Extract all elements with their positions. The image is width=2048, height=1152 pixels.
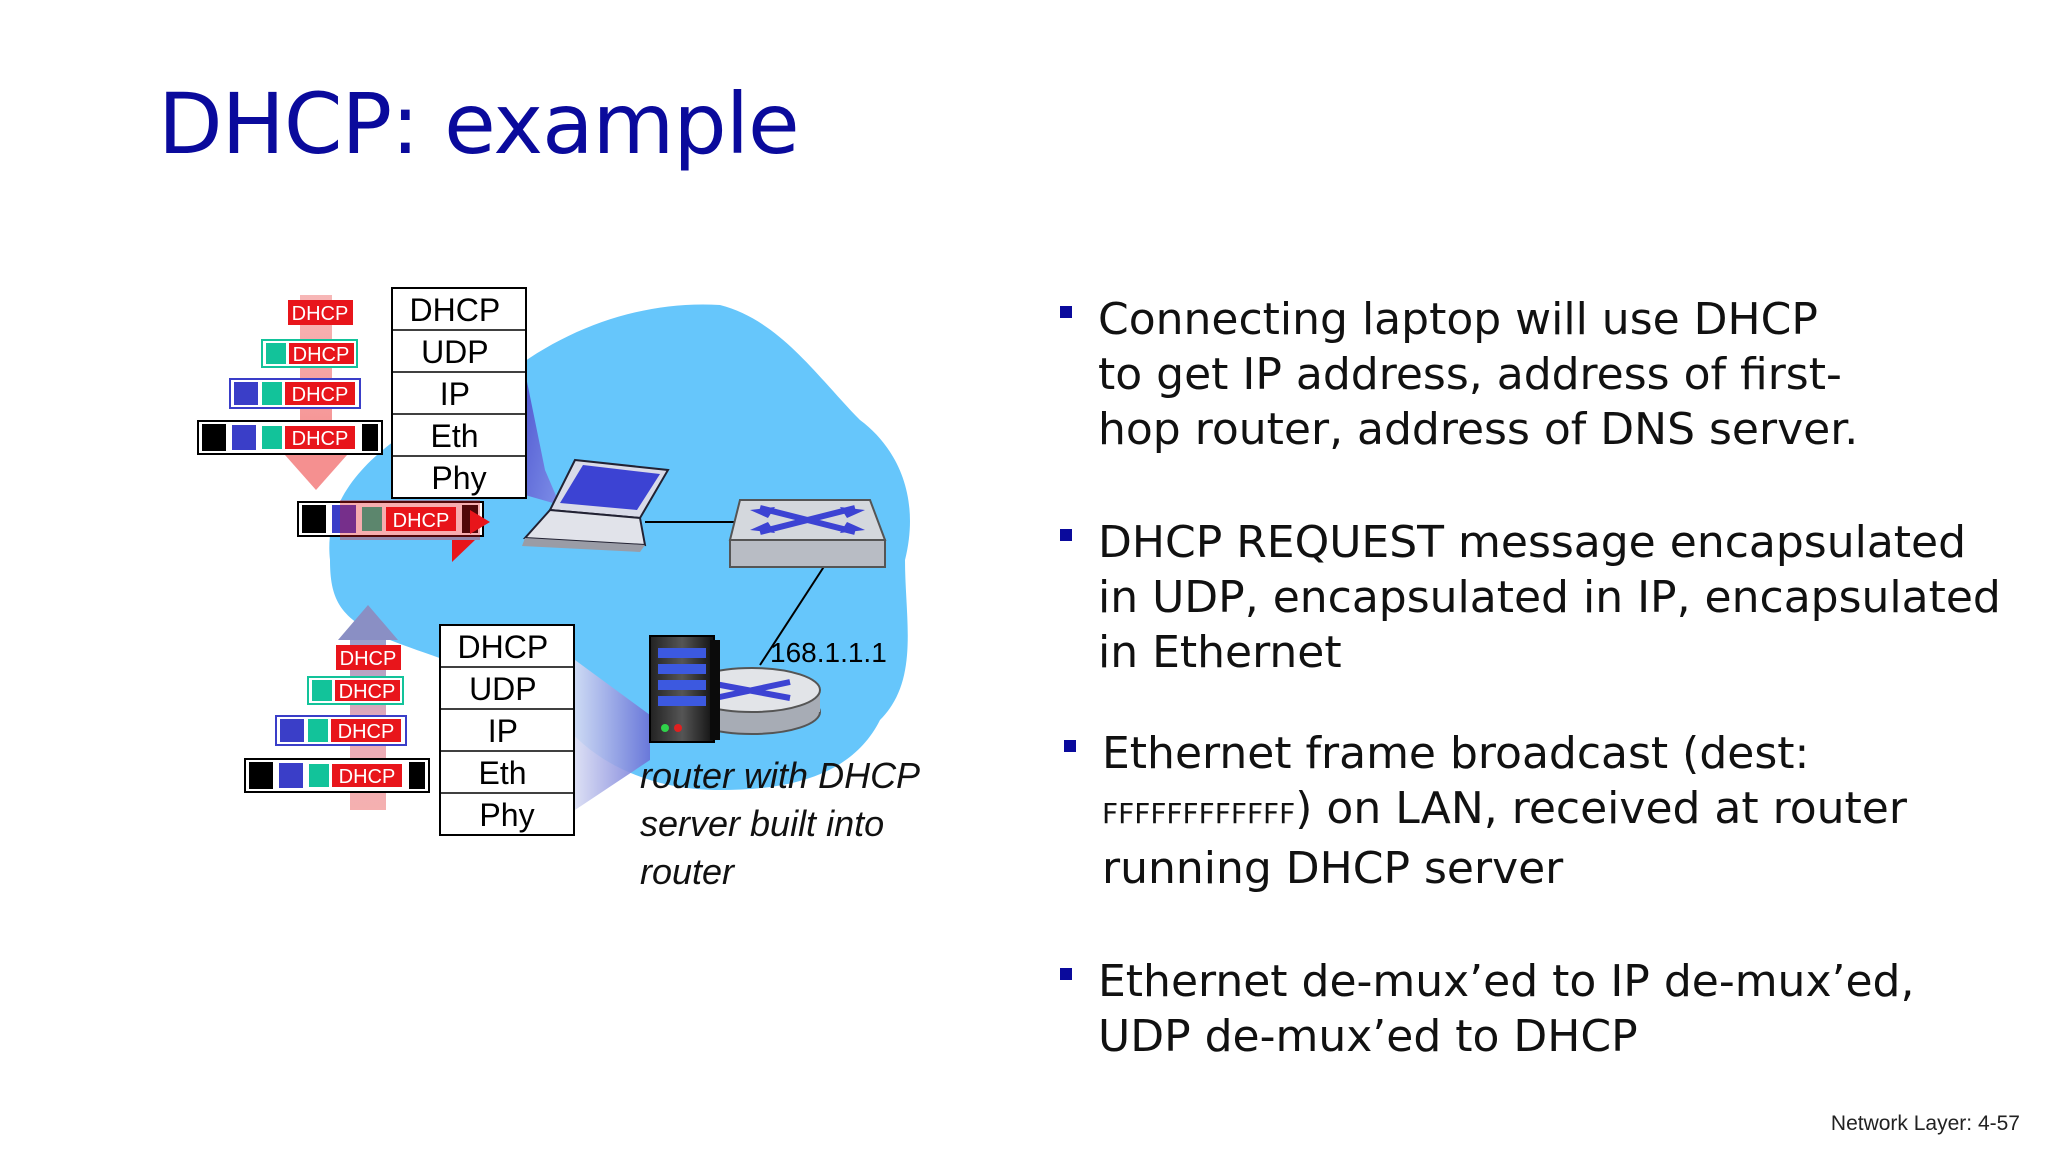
laptop-icon [522,458,670,552]
bullet-3-line-1: Ethernet frame broadcast (dest: [1102,728,1810,779]
switch-router-link [759,564,826,666]
packet-label: DHCP [340,648,397,670]
stack-layer-eth: Eth [479,755,527,791]
bullet-1-line-3: hop router, address of DNS server. [1098,404,1859,455]
router-ethernet-frame: DHCP [244,758,430,793]
stack-layer-phy: Phy [479,797,534,833]
server-icon [649,635,720,743]
router-encapsulation: DHCP DHCP DHCP DHCP [244,605,430,810]
svg-text:DHCP UDP IP: DHCP UDP IP Eth Phy [458,629,557,833]
bullet-2-line-3: in Ethernet [1098,627,1342,678]
stack-layer-dhcp: DHCP [410,292,500,328]
bullet-2-line-1: DHCP REQUEST message encapsulated [1098,517,1967,568]
bullet-marker [1064,740,1076,752]
packet-label: DHCP [292,303,349,325]
bullet-4-line-2: UDP de-mux’ed to DHCP [1098,1011,1638,1062]
laptop-ip-datagram: DHCP [229,378,361,409]
packet-label: DHCP [338,721,395,743]
page-title: DHCP: example [158,75,800,173]
laptop-udp-segment: DHCP [261,339,358,368]
laptop-ethernet-frame: DHCP [197,420,383,455]
bullet-4-line-1: Ethernet de-mux’ed to IP de-mux’ed, [1098,956,1915,1007]
bullet-marker [1060,306,1072,318]
stack-layer-udp: UDP [469,671,536,707]
packet-label: DHCP [339,681,396,703]
router-stack-beam [575,660,650,810]
packet-label: DHCP [292,428,349,450]
stack-layer-phy: Phy [431,460,486,496]
broadcast-address: FFFFFFFFFFFF [1102,797,1296,830]
router-ip-label: 168.1.1.1 [770,637,887,668]
slide-footer: Network Layer: 4-57 [1830,1112,2020,1135]
laptop-protocol-stack: DHCP UDP IP Eth Phy [391,287,527,499]
packet-label: DHCP [292,384,349,406]
packet-label: DHCP [339,766,396,788]
bullet-3-line-2: FFFFFFFFFFFF) on LAN, received at router [1102,781,2022,841]
router-dhcp-message: DHCP [336,645,401,670]
packet-label: DHCP [293,344,350,366]
bullet-3-line-2-rest: ) on LAN, received at router [1295,783,1907,834]
bullet-3-line-3: running DHCP server [1102,843,1564,894]
router-caption-line-2: server built into [640,803,884,844]
stack-layer-dhcp: DHCP [458,629,548,665]
bullet-marker [1060,529,1072,541]
stack-layer-ip: IP [440,376,470,412]
router-caption: router with DHCP server built into route… [640,755,929,892]
stack-layer-ip: IP [488,713,518,749]
packet-label: DHCP [393,510,450,532]
frame-on-link: DHCP [297,500,490,562]
router-caption-line-1: router with DHCP [640,755,920,796]
router-caption-line-3: router [640,851,736,892]
switch-icon [728,499,887,568]
bullet-2-line-2: in UDP, encapsulated in IP, encapsulated [1098,572,2001,623]
svg-text:DHCP UDP IP: DHCP UDP IP Eth Phy [410,292,509,496]
bullet-marker [1060,968,1072,980]
bullet-1-line-1: Connecting laptop will use DHCP [1098,294,1818,345]
router-ip-datagram: DHCP [275,715,407,746]
laptop-encapsulation: DHCP DHCP DHCP DHCP [197,295,490,562]
router-udp-segment: DHCP [307,676,404,705]
stack-layer-eth: Eth [431,418,479,454]
stack-layer-udp: UDP [421,334,488,370]
router-protocol-stack: DHCP UDP IP Eth Phy [439,624,575,836]
laptop-dhcp-message: DHCP [288,300,353,325]
bullet-1-line-2: to get IP address, address of first- [1098,349,1842,400]
